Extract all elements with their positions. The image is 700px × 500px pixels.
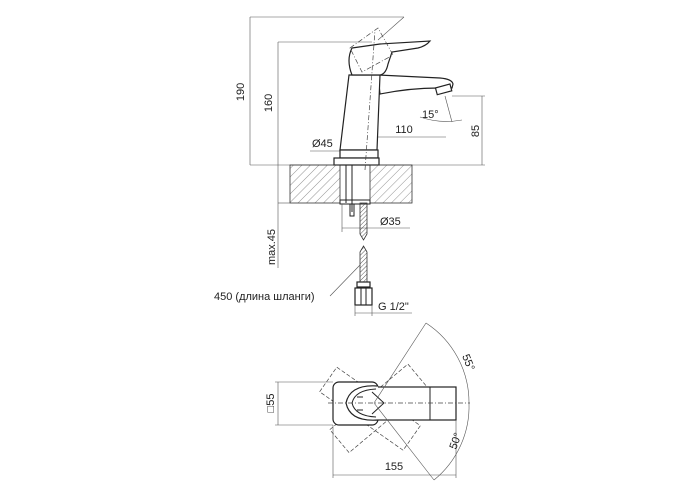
dimension-square55: □55	[265, 381, 333, 426]
thread-label: G 1/2"	[378, 301, 409, 313]
dimension-max45: max.45	[266, 165, 290, 268]
hose-length-callout: 450 (длина шланги)	[214, 264, 361, 303]
faucet-top-outline	[332, 381, 457, 426]
angle-15-label: 15°	[422, 109, 439, 121]
thread-dimension: G 1/2"	[354, 301, 412, 316]
countertop-section	[289, 164, 413, 217]
dimension-max45-label: max.45	[266, 229, 278, 265]
angle-50-label: 50°	[448, 431, 465, 451]
dimension-square55-label: □55	[265, 394, 277, 413]
rotation-angles: 55° 50°	[373, 322, 477, 481]
dimension-d35-label: Ø35	[380, 216, 401, 228]
faucet-body	[333, 27, 454, 171]
dimension-160-label: 160	[263, 94, 275, 112]
dimension-110-label: 110	[395, 124, 413, 136]
top-view: □55 155 55° 50°	[265, 322, 477, 481]
angle-15: 15°	[419, 95, 463, 123]
angle-55-label: 55°	[459, 353, 476, 373]
hose-length-label: 450 (длина шланги)	[214, 291, 315, 303]
dimension-85: 85	[452, 95, 485, 165]
dimension-155-label: 155	[385, 461, 403, 473]
dimension-85-label: 85	[470, 125, 482, 137]
dimension-d35: Ø35	[341, 204, 410, 232]
supply-hose	[354, 202, 373, 306]
dimension-160: 160	[263, 41, 372, 165]
dimension-155: 155	[332, 420, 457, 478]
dimension-190-label: 190	[235, 83, 247, 101]
dimension-190: 190	[235, 16, 405, 165]
dimension-d45-label: Ø45	[312, 138, 333, 150]
side-view: 190 160 85 110 15° Ø45	[214, 16, 485, 316]
